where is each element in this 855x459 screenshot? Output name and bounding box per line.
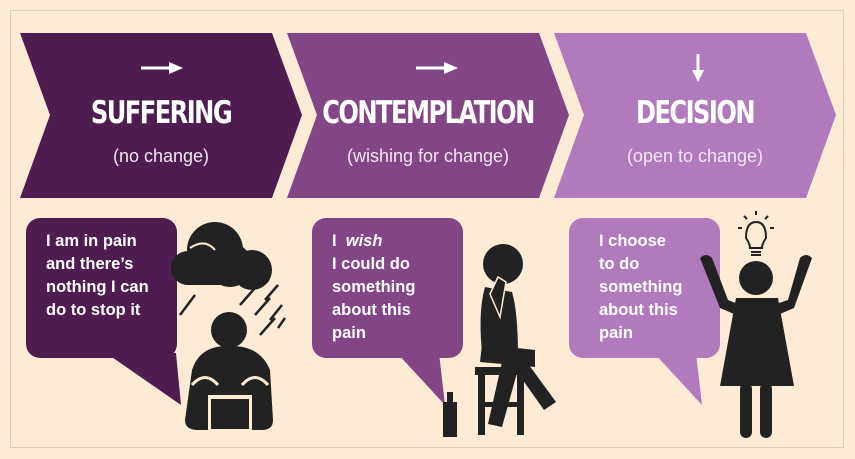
arrow-right-icon <box>416 62 458 74</box>
speech-bubble-decision: I choose to do something about this pain <box>569 218 720 405</box>
person-arms-raised-icon <box>700 211 812 438</box>
lightbulb-icon <box>738 211 774 256</box>
arrow-down-icon <box>692 54 704 82</box>
bubble-text: I am in pain and there’s nothing I can d… <box>46 232 149 319</box>
chevron-shape <box>287 33 569 198</box>
emphasis-wish: wish <box>345 232 383 250</box>
bubble-text: I choose to do something about this pain <box>599 232 683 342</box>
person-under-rain-cloud-icon <box>171 222 287 430</box>
chevron-shape <box>20 33 302 198</box>
stage-title: DECISION <box>635 95 756 131</box>
arrow-right-icon <box>141 62 183 74</box>
speech-bubble-suffering: I am in pain and there’s nothing I can d… <box>26 218 181 405</box>
stage-subtitle: (no change) <box>112 146 210 166</box>
stage-subtitle: (wishing for change) <box>346 146 510 166</box>
infographic-frame <box>10 10 844 448</box>
bubble-tail <box>654 353 702 405</box>
chevron-shape <box>554 33 836 198</box>
stage-title: SUFFERING <box>90 95 233 131</box>
bubble-text: I wish I could do something about this p… <box>332 232 416 342</box>
stage-suffering-chevron: SUFFERING (no change) <box>20 33 302 198</box>
stage-decision-chevron: DECISION (open to change) <box>554 33 836 198</box>
speech-bubble-contemplation: I wish I could do something about this p… <box>312 218 463 405</box>
stage-subtitle: (open to change) <box>626 146 764 166</box>
bubble-tail <box>106 353 181 405</box>
stage-contemplation-chevron: CONTEMPLATION (wishing for change) <box>287 33 569 198</box>
person-thinking-on-stool-icon <box>443 244 556 437</box>
bubble-tail <box>397 353 445 405</box>
stage-title: CONTEMPLATION <box>322 95 535 131</box>
